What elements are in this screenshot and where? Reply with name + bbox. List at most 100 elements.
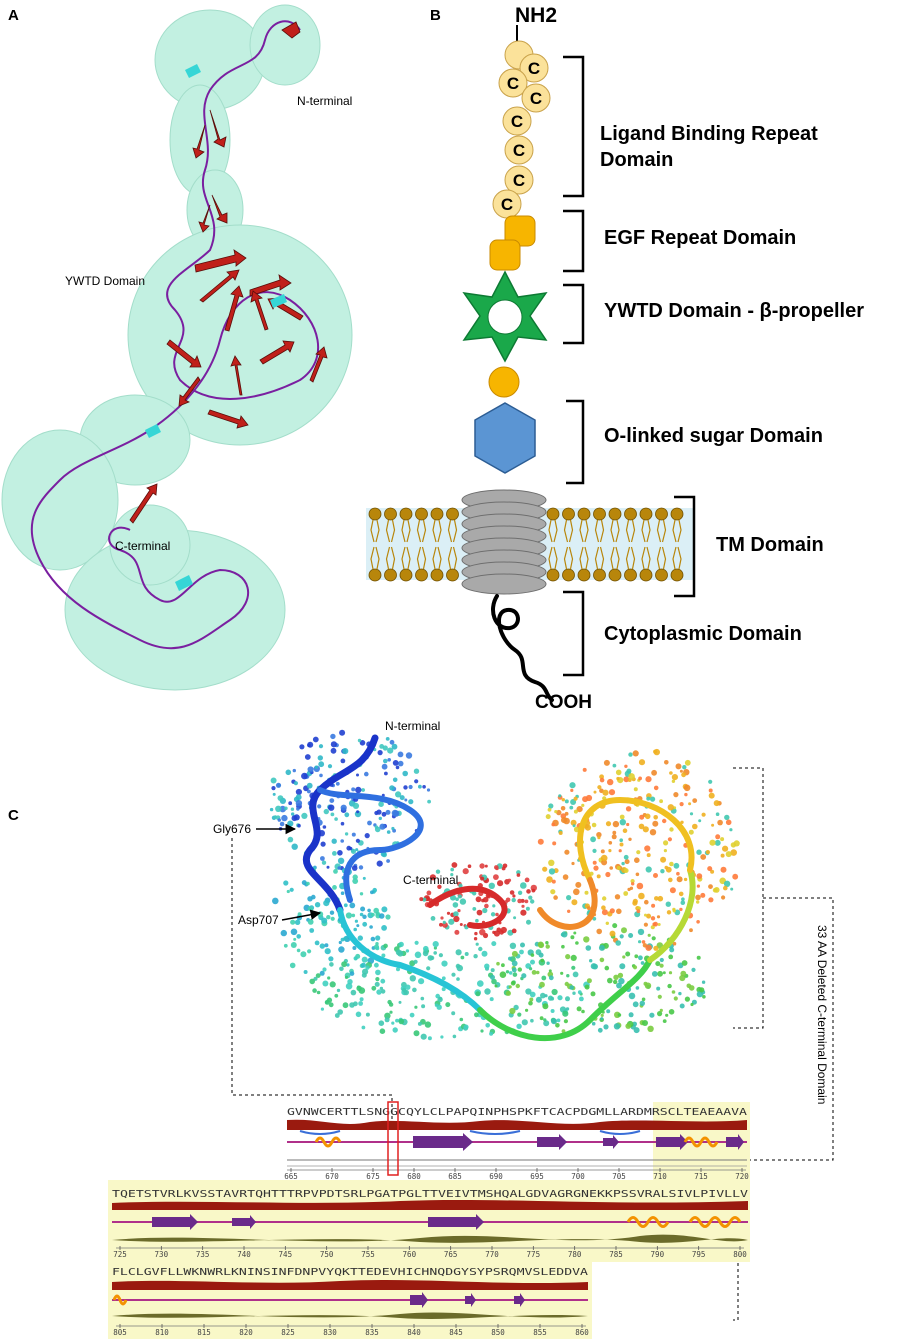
atom	[324, 948, 331, 955]
atom	[361, 972, 367, 978]
atom	[662, 818, 667, 824]
cytoplasmic-tail	[491, 594, 554, 702]
atom	[628, 992, 636, 1000]
sequence-tick-label: 750	[320, 1250, 334, 1259]
atom	[290, 928, 298, 936]
atom	[562, 874, 569, 880]
atom	[599, 777, 605, 783]
atom	[664, 760, 669, 765]
atom	[609, 908, 615, 914]
atom	[612, 763, 617, 768]
atom	[384, 1012, 391, 1019]
atom	[511, 967, 517, 973]
atom	[375, 942, 379, 946]
atom	[453, 911, 459, 917]
atom	[512, 972, 518, 977]
atom	[510, 980, 516, 986]
atom	[455, 963, 461, 969]
atom	[279, 821, 285, 827]
atom	[639, 1000, 645, 1006]
cys-repeat: C	[492, 189, 522, 219]
atom	[622, 828, 628, 833]
atom	[463, 1024, 469, 1030]
atom	[475, 896, 482, 903]
atom	[375, 935, 381, 941]
atom	[715, 834, 721, 840]
atom	[581, 803, 585, 808]
atom	[612, 923, 618, 929]
atom	[327, 976, 331, 980]
atom	[582, 767, 587, 772]
atom	[296, 934, 302, 939]
atom	[312, 988, 317, 993]
atom	[619, 814, 625, 820]
atom	[653, 785, 659, 791]
atom	[524, 877, 530, 883]
atom	[606, 1009, 611, 1014]
atom	[653, 945, 659, 951]
sequence-tick-label: 840	[407, 1328, 421, 1337]
atom	[656, 915, 661, 919]
atom	[338, 940, 342, 945]
svg-text:C: C	[530, 89, 542, 108]
label-33aa-deleted: 33 AA Deleted C-terminal Domain	[815, 925, 829, 1104]
atom	[647, 933, 651, 937]
atom	[569, 985, 574, 990]
atom	[329, 798, 335, 803]
atom	[367, 908, 371, 913]
atom	[277, 795, 284, 801]
atom	[662, 1019, 667, 1023]
atom	[342, 1002, 349, 1009]
atom	[642, 1020, 648, 1026]
atom	[635, 986, 640, 990]
domain-brackets	[563, 55, 696, 677]
egf-spacer	[488, 366, 520, 398]
label-asp707: Asp707	[238, 913, 279, 927]
atom	[607, 977, 613, 984]
atom	[678, 991, 682, 996]
sequence-tick-label: 760	[403, 1250, 417, 1259]
atom	[500, 926, 507, 934]
atom	[710, 869, 715, 874]
atom	[374, 981, 380, 987]
atom	[395, 949, 402, 956]
atom	[404, 798, 408, 802]
atom	[688, 985, 695, 991]
atom	[653, 873, 658, 878]
atom	[321, 860, 327, 865]
atom	[733, 840, 740, 847]
atom	[623, 854, 629, 860]
atom	[326, 915, 331, 920]
sequence-tick-label: 810	[155, 1328, 169, 1337]
atom	[293, 937, 297, 941]
atom	[405, 984, 411, 990]
atom	[375, 911, 380, 916]
atom	[508, 985, 512, 989]
atom	[641, 997, 646, 1002]
atom	[403, 785, 408, 790]
atom	[413, 1030, 420, 1037]
sequence-tick-label: 850	[491, 1328, 505, 1337]
atom	[384, 1017, 390, 1023]
atom	[432, 941, 439, 948]
atom	[480, 1029, 484, 1033]
atom	[271, 786, 276, 791]
sequence-tick-label: 830	[323, 1328, 337, 1337]
atom	[424, 1021, 432, 1028]
atom	[318, 744, 324, 749]
atom	[593, 865, 599, 871]
atom	[472, 907, 477, 911]
atom	[344, 812, 350, 818]
panel-label-b: B	[430, 7, 441, 24]
atom	[551, 879, 556, 884]
atom	[417, 1021, 422, 1026]
atom	[599, 957, 605, 963]
atom	[626, 822, 630, 827]
protein-backbone-coil	[30, 20, 319, 650]
sequence-tick-label: 860	[575, 1328, 589, 1337]
lipid	[446, 507, 459, 582]
atom	[717, 819, 723, 826]
atom	[381, 811, 387, 817]
atom	[378, 1020, 385, 1026]
atom	[359, 997, 364, 1002]
